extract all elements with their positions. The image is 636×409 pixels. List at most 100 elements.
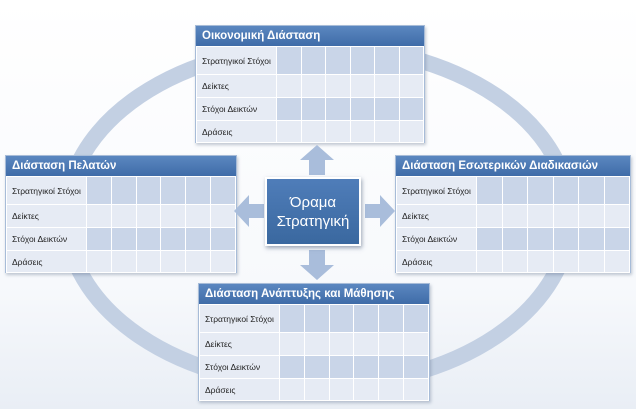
grid-row: Δείκτες [199,332,429,356]
grid-cell [325,120,351,143]
customer-perspective-card: Διάσταση Πελατών Στρατηγικοί Στόχοι Δείκ… [5,155,237,273]
grid-cell [603,204,630,228]
grid-cell [378,355,405,379]
learning-growth-perspective-card: Διάσταση Ανάπτυξης και Μάθησης Στρατηγικ… [198,283,430,401]
grid-cell [501,204,528,228]
grid-cell [398,74,424,98]
arrow-up-icon [300,145,334,175]
grid-cell [300,97,326,121]
grid-row: Στρατηγικοί Στόχοι [396,176,630,205]
grid-cell [279,332,305,356]
grid-cell [349,97,375,121]
grid-row: Δείκτες [396,204,630,228]
row-label-strategic-goals: Στρατηγικοί Στόχοι [199,304,280,333]
row-label-strategic-goals: Στρατηγικοί Στόχοι [396,176,477,205]
grid-cell [135,176,162,205]
grid-cell [328,332,355,356]
grid-cell [527,250,554,273]
grid-cell [353,378,380,401]
arrow-down-icon [300,250,334,280]
grid-cell [403,304,429,333]
learning-growth-perspective-grid: Στρατηγικοί Στόχοι Δείκτες Στόχοι Δεικτώ… [199,304,429,401]
grid-cell [135,250,162,273]
grid-cell [603,176,630,205]
grid-cell [185,176,212,205]
grid-cell [303,332,330,356]
grid-row: Στόχοι Δεικτών [6,227,236,251]
grid-cell [476,204,503,228]
arrow-left-icon [234,195,264,227]
grid-cell [279,304,305,333]
row-label-strategic-goals: Στρατηγικοί Στόχοι [196,46,277,75]
grid-cell [501,227,528,251]
row-label-actions: Δράσεις [196,120,277,143]
grid-row: Στόχοι Δεικτών [196,97,424,121]
grid-cell [527,204,554,228]
row-label-indicator-targets: Στόχοι Δεικτών [396,227,477,251]
grid-cell [476,227,503,251]
customer-perspective-title: Διάσταση Πελατών [6,156,236,176]
grid-cell [353,355,380,379]
grid-cell [403,378,429,401]
grid-cell [86,250,112,273]
grid-cell [374,46,400,75]
customer-perspective-grid: Στρατηγικοί Στόχοι Δείκτες Στόχοι Δεικτώ… [6,176,236,273]
grid-cell [110,250,137,273]
grid-cell [300,46,326,75]
grid-cell [325,97,351,121]
grid-cell [578,176,605,205]
grid-cell [185,227,212,251]
grid-cell [603,227,630,251]
grid-cell [398,120,424,143]
grid-cell [325,46,351,75]
grid-cell [160,176,187,205]
grid-cell [135,204,162,228]
grid-row: Στόχοι Δεικτών [396,227,630,251]
grid-cell [374,97,400,121]
grid-row: Δράσεις [199,378,429,401]
grid-cell [578,204,605,228]
strategy-label: Στρατηγική [276,212,350,230]
grid-cell [325,74,351,98]
row-label-indicators: Δείκτες [396,204,477,228]
internal-processes-perspective-grid: Στρατηγικοί Στόχοι Δείκτες Στόχοι Δεικτώ… [396,176,630,273]
grid-cell [303,355,330,379]
grid-cell [86,227,112,251]
grid-cell [110,204,137,228]
grid-cell [578,227,605,251]
grid-cell [276,97,302,121]
grid-cell [160,227,187,251]
grid-row: Δείκτες [196,74,424,98]
grid-cell [328,378,355,401]
grid-cell [353,332,380,356]
row-label-strategic-goals: Στρατηγικοί Στόχοι [6,176,87,205]
grid-row: Στόχοι Δεικτών [199,355,429,379]
grid-cell [378,378,405,401]
grid-cell [476,250,503,273]
grid-cell [349,46,375,75]
row-label-actions: Δράσεις [6,250,87,273]
grid-cell [110,227,137,251]
financial-perspective-title: Οικονομική Διάσταση [196,26,424,46]
grid-cell [378,304,405,333]
grid-cell [527,227,554,251]
grid-cell [374,74,400,98]
grid-row: Στρατηγικοί Στόχοι [6,176,236,205]
grid-cell [279,355,305,379]
internal-processes-perspective-title: Διάσταση Εσωτερικών Διαδικασιών [396,156,630,176]
grid-cell [328,304,355,333]
grid-cell [86,204,112,228]
grid-cell [349,74,375,98]
grid-cell [300,120,326,143]
grid-cell [552,250,579,273]
grid-cell [210,176,236,205]
grid-cell [403,332,429,356]
grid-cell [303,378,330,401]
grid-row: Δράσεις [396,250,630,273]
grid-cell [501,176,528,205]
grid-cell [86,176,112,205]
arrow-right-icon [365,195,395,227]
row-label-indicators: Δείκτες [6,204,87,228]
grid-cell [210,227,236,251]
vision-label: Όραμα [289,193,337,211]
